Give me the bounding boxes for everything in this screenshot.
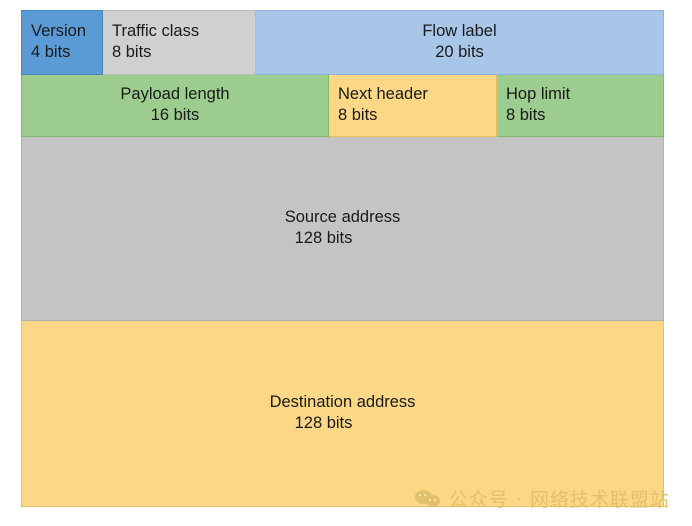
field-flow-label: Flow label 20 bits [256,10,664,75]
field-destination-address-bits: 128 bits [294,414,353,433]
field-source-address: Source address 128 bits [21,137,664,321]
header-row-3: Source address 128 bits [21,137,664,321]
header-row-1: Version 4 bits Traffic class 8 bits Flow… [21,10,664,75]
header-row-2: Payload length 16 bits Next header 8 bit… [21,75,664,137]
field-destination-address-title: Destination address [269,392,416,411]
field-hop-limit-title: Hop limit [506,84,571,103]
field-version-title: Version [31,21,87,40]
ipv6-header-diagram: Version 4 bits Traffic class 8 bits Flow… [21,10,664,507]
field-traffic-class-bits: 8 bits [112,43,152,62]
field-payload-length: Payload length 16 bits [21,75,329,137]
wechat-icon [414,489,441,509]
field-payload-length-title: Payload length [120,84,230,103]
field-next-header: Next header 8 bits [329,75,497,137]
watermark-text: 公众号 · 网络技术联盟站 [448,489,670,511]
field-payload-length-bits: 16 bits [150,106,200,125]
field-destination-address: Destination address 128 bits [21,321,664,507]
header-row-4: Destination address 128 bits [21,321,664,507]
field-source-address-bits: 128 bits [294,229,353,248]
field-next-header-title: Next header [338,84,428,103]
field-version: Version 4 bits [21,10,103,75]
field-flow-label-bits: 20 bits [435,43,484,62]
field-source-address-title: Source address [284,207,401,226]
field-hop-limit: Hop limit 8 bits [497,75,664,137]
watermark: 公众号 · 网络技术联盟站 [414,485,670,512]
field-flow-label-title: Flow label [422,21,497,40]
field-hop-limit-bits: 8 bits [506,106,546,125]
field-next-header-bits: 8 bits [338,106,378,125]
field-version-bits: 4 bits [31,43,71,62]
field-traffic-class: Traffic class 8 bits [103,10,256,75]
field-traffic-class-title: Traffic class [112,21,200,40]
